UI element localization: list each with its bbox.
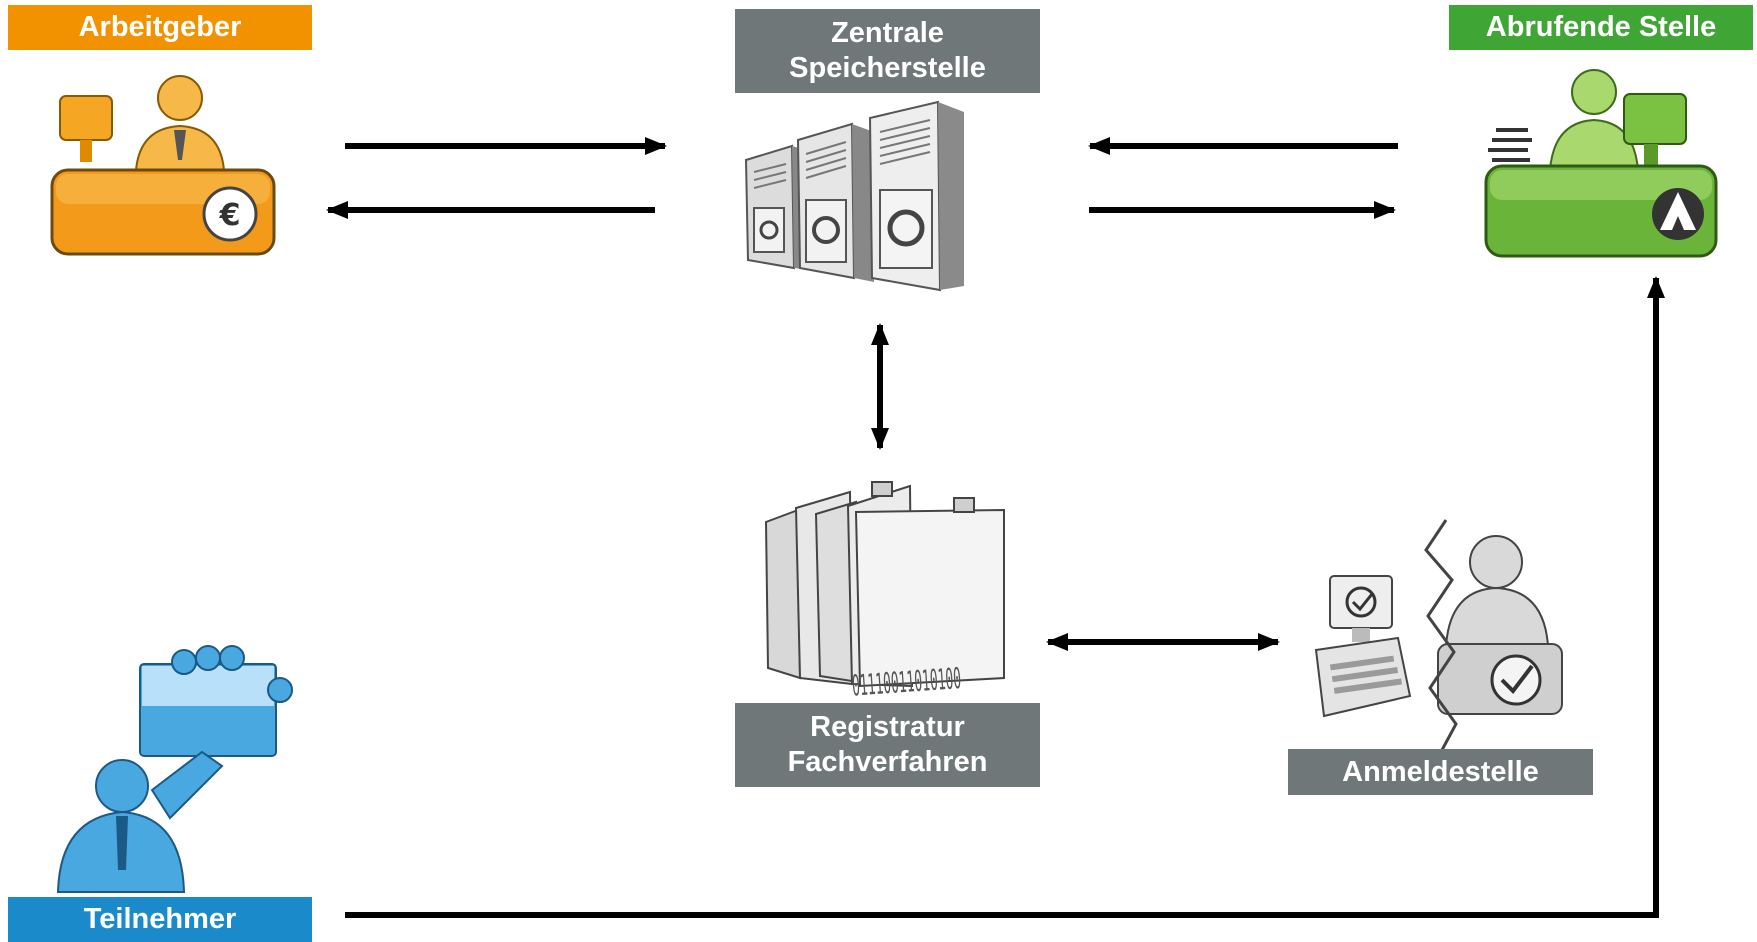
person-holding-card-icon: [56, 645, 293, 893]
binary-file-folders-icon: 01110011010100: [764, 481, 1005, 703]
anmeldestelle-label: Anmeldestelle: [1288, 749, 1593, 795]
registration-desk-check-icon: [1314, 519, 1563, 751]
registratur-fachverfahren-label: Registratur Fachverfahren: [735, 703, 1040, 787]
arbeitgeber-label: Arbeitgeber: [8, 5, 312, 50]
registratur-label-line1: Registratur: [810, 711, 965, 744]
line-teilnehmer-to-abrufende: [345, 276, 1665, 918]
server-vault-icon: [744, 100, 964, 292]
svg-text:€: €: [219, 198, 241, 233]
registratur-label-line2: Fachverfahren: [787, 746, 988, 778]
binary-text: 01110011010100: [851, 662, 962, 703]
zentrale-label-line1: Zentrale: [831, 17, 944, 50]
agency-desk-icon: [1484, 69, 1718, 258]
abrufende-stelle-label: Abrufende Stelle: [1449, 5, 1753, 50]
employer-desk-euro-icon: €: [50, 75, 276, 256]
zentrale-label-line2: Speicherstelle: [789, 52, 986, 84]
zentrale-speicherstelle-label: Zentrale Speicherstelle: [735, 9, 1040, 93]
teilnehmer-label: Teilnehmer: [8, 897, 312, 942]
